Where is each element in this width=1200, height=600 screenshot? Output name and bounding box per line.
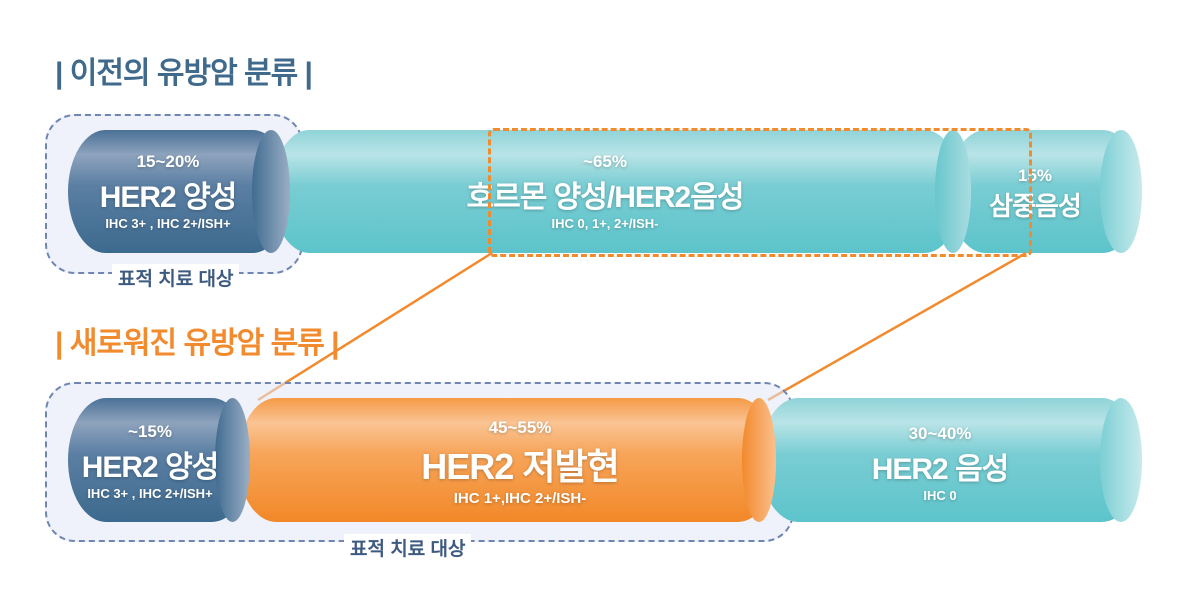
- new-her2-low-cylinder: [238, 398, 776, 522]
- segment-name: 삼중음성: [989, 191, 1082, 221]
- previous-hormone-positive-cylinder: [272, 130, 962, 253]
- cylinder-end-cap: [1100, 130, 1142, 253]
- connector-line-right: [767, 251, 1027, 402]
- segment-detail: IHC 3+ , IHC 2+/ISH+: [87, 486, 213, 501]
- segment-name: HER2 음성: [871, 453, 1010, 486]
- new-target-label: 표적 치료 대상: [344, 534, 472, 561]
- segment-percent: 30~40%: [908, 424, 972, 443]
- segment-name: HER2 저발현: [421, 446, 619, 487]
- segment-percent: 15%: [1017, 166, 1053, 185]
- segment-name: 호르몬 양성/HER2음성: [466, 181, 745, 214]
- segment-percent: ~15%: [128, 422, 172, 441]
- segment-detail: IHC 0: [923, 488, 957, 503]
- cylinder-end-cap: [742, 398, 776, 522]
- new-her2-negative-cylinder: [760, 398, 1140, 522]
- segment-percent: ~65%: [583, 152, 627, 171]
- previous-classification-title: | 이전의 유방암 분류 |: [55, 57, 313, 90]
- connector-line-left: [257, 251, 493, 402]
- segment-name: HER2 양성: [81, 451, 220, 484]
- cylinder-end-cap: [1100, 398, 1142, 522]
- segment-percent: 15~20%: [136, 152, 200, 171]
- segment-detail: IHC 0, 1+, 2+/ISH-: [551, 216, 659, 231]
- previous-target-label: 표적 치료 대상: [112, 264, 240, 291]
- cylinder-end-cap: [935, 130, 971, 253]
- cylinder-end-cap: [252, 130, 290, 253]
- segment-name: HER2 양성: [99, 181, 238, 214]
- new-classification-title: | 새로워진 유방암 분류 |: [55, 327, 340, 360]
- segment-percent: 45~55%: [488, 418, 552, 437]
- segment-detail: IHC 1+,IHC 2+/ISH-: [453, 490, 587, 507]
- highlight-reclassified-box: [488, 128, 1032, 257]
- cylinder-end-cap: [215, 398, 250, 522]
- segment-detail: IHC 3+ , IHC 2+/ISH+: [105, 216, 231, 231]
